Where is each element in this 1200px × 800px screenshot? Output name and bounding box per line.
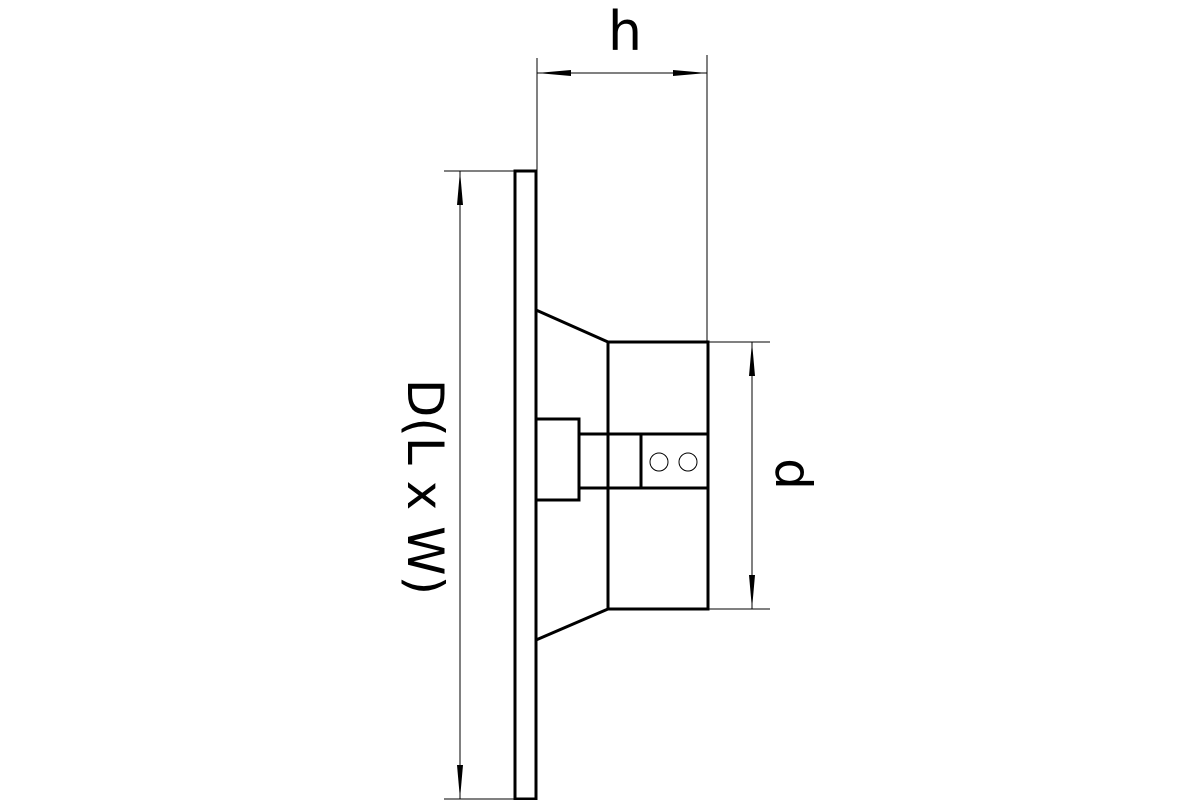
D-arrow-top [457,171,463,205]
h-arrow-left [537,70,571,76]
dimension-h: h [536,0,708,342]
inner-boss [534,417,581,502]
dimension-d: d [708,341,822,610]
d-label: d [764,458,822,490]
D-label: D(L x W) [396,379,454,595]
d-arrow-top [749,342,755,376]
cylindrical-socket [606,340,710,611]
cone-lower-edge [535,607,609,642]
dimension-d-lxw: D(L x W) [396,170,514,800]
flange-plate [513,169,538,800]
connecting-shaft [577,432,643,490]
d-arrow-bottom [749,575,755,609]
h-arrow-right [673,70,707,76]
D-arrow-bottom [457,765,463,799]
h-label: h [608,0,642,63]
part-body [513,169,710,800]
terminal-hole-right [678,452,698,472]
terminal-block [639,432,710,490]
cone-upper-edge [535,308,609,344]
terminal-hole-left [649,452,669,472]
